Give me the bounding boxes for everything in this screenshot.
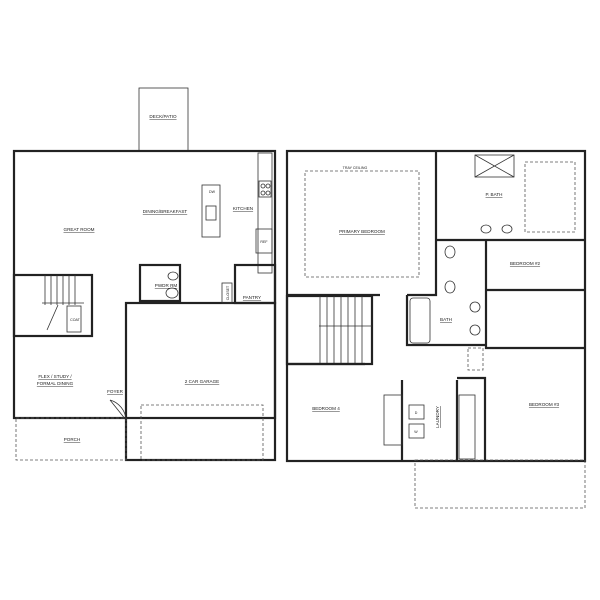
refrigerator-label: REF bbox=[260, 240, 268, 244]
tray-ceiling-label: TRAY CEILING bbox=[343, 166, 368, 170]
deck-label: DECK/PATIO bbox=[149, 114, 177, 119]
dining-label: DINING/BREAKFAST bbox=[143, 209, 188, 214]
sink bbox=[205, 205, 217, 221]
flex-label-1: FLEX / STUDY / bbox=[38, 374, 72, 379]
bedroom-3-closet bbox=[458, 394, 476, 460]
primary-bath-label: P. BATH bbox=[486, 192, 503, 197]
garage-label: 2 CAR GARAGE bbox=[185, 379, 219, 384]
pantry-label: PANTRY bbox=[243, 295, 261, 300]
deck-outline bbox=[138, 87, 189, 152]
dryer bbox=[408, 404, 425, 420]
porch-roof-outline bbox=[414, 459, 586, 509]
bedroom-4-laundry-walls bbox=[287, 362, 487, 461]
kitchen-counter bbox=[257, 152, 273, 274]
washer-label: W bbox=[414, 430, 418, 434]
stairs bbox=[319, 296, 372, 364]
bathtub bbox=[409, 297, 431, 344]
refrigerator bbox=[255, 228, 273, 254]
dryer-label: D bbox=[415, 411, 418, 415]
laundry-label: LAUNDRY bbox=[435, 406, 440, 428]
flex-label-2: FORMAL DINING bbox=[37, 381, 74, 386]
bedroom-3-label: BEDROOM #3 bbox=[529, 402, 560, 407]
porch-outline bbox=[15, 417, 127, 461]
shower bbox=[474, 154, 515, 178]
attic-access bbox=[467, 347, 484, 371]
bath-wall bbox=[405, 295, 485, 347]
dishwasher-label: DW bbox=[209, 190, 216, 194]
bedroom-2-label: BEDROOM #2 bbox=[510, 261, 541, 266]
closet-outline bbox=[524, 161, 576, 233]
kitchen-island bbox=[201, 184, 221, 238]
first-floor-plan: REF DW DECK/PATIO GREAT ROOM DINING/BREA… bbox=[12, 87, 277, 462]
great-room-label: GREAT ROOM bbox=[64, 227, 95, 232]
range bbox=[258, 180, 272, 198]
stairs-wall bbox=[285, 294, 374, 366]
foyer-label: FOYER bbox=[107, 389, 124, 394]
stairs-wall bbox=[12, 273, 94, 338]
washer bbox=[408, 423, 425, 439]
porch-label: PORCH bbox=[64, 437, 81, 442]
second-floor-plan: D W TRAY CEILING PRIMARY BEDROOM P. BATH… bbox=[285, 149, 587, 509]
powder-room-wall bbox=[138, 263, 182, 303]
tray-ceiling-outline bbox=[304, 170, 420, 278]
closet bbox=[221, 282, 233, 304]
coat-label: COAT bbox=[70, 318, 81, 322]
primary-bedroom-label: PRIMARY BEDROOM bbox=[339, 229, 385, 234]
garage-wall bbox=[124, 301, 277, 462]
powder-room-label: PWDR RM bbox=[155, 283, 178, 288]
primary-bedroom-wall bbox=[287, 151, 438, 297]
bath-label: BATH bbox=[440, 317, 452, 322]
closet-label: CLOSET bbox=[226, 285, 230, 300]
bedroom-4-label: BEDROOM 4 bbox=[312, 406, 340, 411]
bedroom-2-wall bbox=[436, 238, 585, 350]
pantry-wall bbox=[233, 263, 277, 305]
front-door bbox=[109, 399, 127, 421]
coat-closet bbox=[66, 305, 82, 333]
stairs bbox=[42, 275, 84, 331]
bedroom-4-closet bbox=[383, 394, 403, 446]
kitchen-label: KITCHEN bbox=[233, 206, 253, 211]
garage-door bbox=[140, 404, 264, 461]
